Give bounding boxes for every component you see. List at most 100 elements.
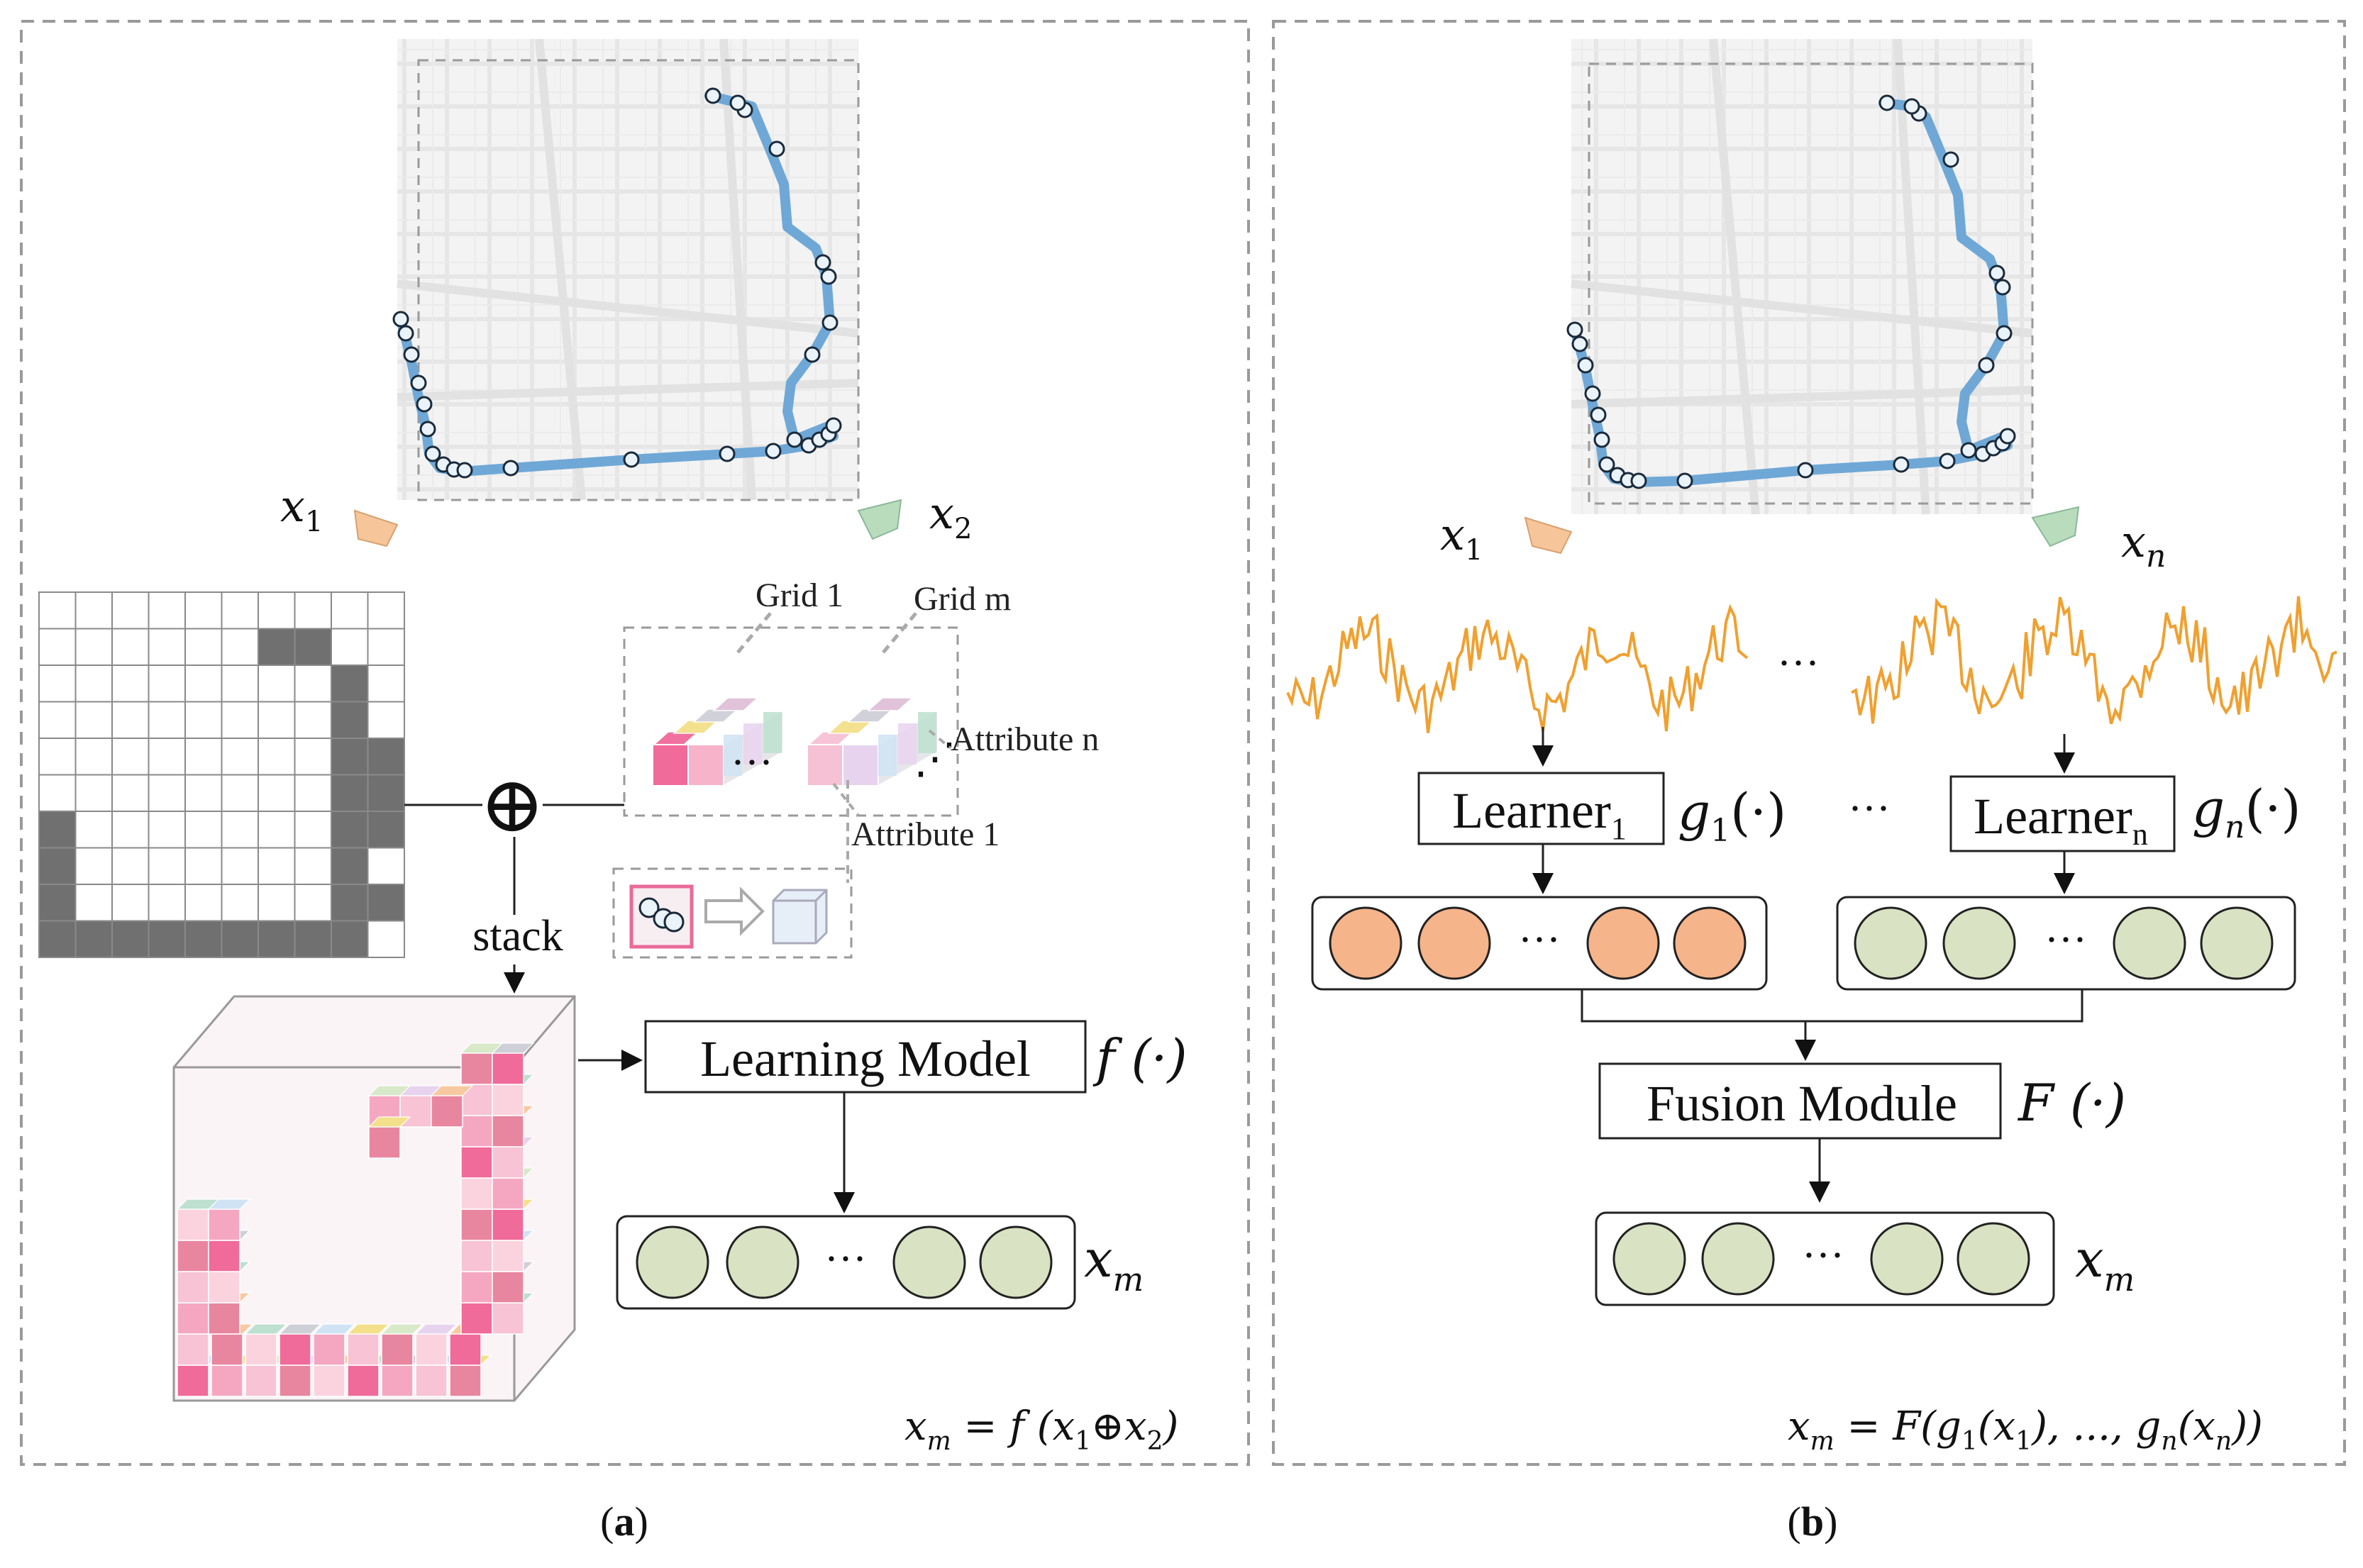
- grid-cell: [184, 701, 223, 739]
- node-b-3: [1870, 1222, 1944, 1296]
- tensor-cube: [177, 1208, 209, 1241]
- vector-cell-front: [652, 744, 689, 786]
- fusion-func-label: F (·): [2017, 1073, 2126, 1133]
- arrow-icon-x2-a: [857, 499, 902, 540]
- tensor-cube: [177, 1333, 209, 1366]
- learner-1-sub: 1: [1611, 811, 1627, 846]
- panel-a: x1 x2 ⊕ stack ··· ⋰ Grid 1 Grid m Attrib…: [20, 20, 1250, 1545]
- grid-cell: [111, 738, 150, 776]
- x1-label-b: x: [1440, 508, 1465, 560]
- grid-cell: [258, 738, 296, 776]
- grid-cell: [331, 591, 369, 630]
- grid-cell: [148, 591, 186, 630]
- node-a-1: [636, 1225, 709, 1299]
- grid-cell: [74, 847, 113, 885]
- tensor-cube: [492, 1146, 524, 1179]
- grid-cell: [221, 847, 259, 885]
- vector-cell-front: [687, 744, 724, 786]
- grid-cell: [367, 774, 405, 812]
- svg-text:xm: xm: [2075, 1229, 2135, 1299]
- grid-cell: [258, 920, 296, 958]
- node-green-b-3: [2113, 906, 2186, 980]
- learner-1-label: Learner: [1452, 782, 1611, 839]
- grid-cell: [367, 811, 405, 849]
- grid-cell: [221, 884, 259, 922]
- grid-cell: [258, 884, 296, 922]
- xm-label-a: x: [1084, 1229, 1113, 1289]
- svg-text:x1: x1: [280, 480, 323, 538]
- vector-cell-top: [867, 697, 914, 711]
- grid-cell: [331, 811, 369, 849]
- xm-sub-a: m: [1113, 1260, 1144, 1299]
- tensor-cube: [211, 1333, 243, 1366]
- grid-cell: [294, 774, 332, 812]
- vector-cell-side: [724, 735, 742, 776]
- func-f-label: f (·): [1092, 1028, 1188, 1088]
- tensor-cube: [208, 1302, 240, 1335]
- grid-cell: [38, 665, 77, 703]
- grid-cell: [331, 665, 369, 703]
- tensor-cube: [492, 1271, 524, 1303]
- vector-cell-front: [807, 744, 843, 786]
- grid-cell: [148, 628, 186, 666]
- grid-cell: [148, 738, 186, 776]
- tensor-cube: [492, 1302, 524, 1335]
- tensor-cube: [460, 1146, 493, 1179]
- x2-sub-a: 2: [954, 513, 972, 545]
- learner-n-label: Learner: [1974, 788, 2132, 845]
- tensor-cube: [177, 1271, 209, 1303]
- grid-cell: [111, 774, 150, 812]
- tensor-cube: [460, 1302, 493, 1335]
- grid-cell: [184, 811, 223, 849]
- stack-label: stack: [472, 912, 563, 960]
- tensor-cube: [492, 1208, 524, 1241]
- gn-rest: (·): [2245, 779, 2301, 838]
- node-green-b-1: [1854, 906, 1927, 980]
- grid-cell: [258, 665, 296, 703]
- x1-label-a: x: [280, 480, 305, 532]
- grid-cell: [221, 920, 259, 958]
- map-a: [392, 38, 860, 501]
- grid-m-vector: [807, 697, 939, 787]
- tensor-cube: [177, 1364, 209, 1397]
- grid-cell: [258, 774, 296, 812]
- tensor-cube: [245, 1333, 277, 1366]
- node-orange-3: [1586, 906, 1660, 980]
- node-orange-2: [1417, 906, 1491, 980]
- grid-cell: [148, 884, 186, 922]
- learning-model-box: [644, 1020, 1087, 1094]
- tensor-cube: [492, 1052, 524, 1085]
- grid-cell: [367, 847, 405, 885]
- svg-text:gn(·): gn(·): [2192, 779, 2301, 845]
- svg-text:xm: xm: [1084, 1229, 1144, 1299]
- xm-sub-b: m: [2104, 1260, 2135, 1299]
- tensor-cube: [381, 1364, 414, 1397]
- grid-cell: [331, 884, 369, 922]
- grid-cell: [74, 774, 113, 812]
- output-nodes-b: ···: [1595, 1211, 2055, 1306]
- vector-cell-side: [763, 712, 782, 753]
- grid-cell: [184, 738, 223, 776]
- caption-a: (a): [600, 1499, 648, 1545]
- caption-b: (b): [1788, 1499, 1838, 1545]
- grid-m-label: Grid m: [914, 580, 1011, 618]
- grid-cell: [148, 920, 186, 958]
- grid-cell: [38, 884, 77, 922]
- x2-label-a: x: [929, 487, 954, 539]
- arrow-icon-xn-b: [2031, 506, 2080, 547]
- grid-cell: [367, 628, 405, 666]
- learner-n-output: ···: [1836, 896, 2296, 991]
- grid-cell: [38, 591, 77, 630]
- grid-cell: [294, 701, 332, 739]
- grid-1-vector: [652, 697, 784, 787]
- attribute-1-label: Attribute 1: [851, 816, 1000, 853]
- grid-cell: [331, 701, 369, 739]
- arrow-icon-x1-b: [1524, 516, 1573, 555]
- svg-text:xn: xn: [2121, 516, 2166, 574]
- tensor-cube: [460, 1052, 493, 1085]
- grid-cell: [111, 920, 150, 958]
- grid-cell: [38, 628, 77, 666]
- learning-model-label: Learning Model: [700, 1030, 1031, 1087]
- svg-text:Learner1: Learner1: [1452, 782, 1627, 846]
